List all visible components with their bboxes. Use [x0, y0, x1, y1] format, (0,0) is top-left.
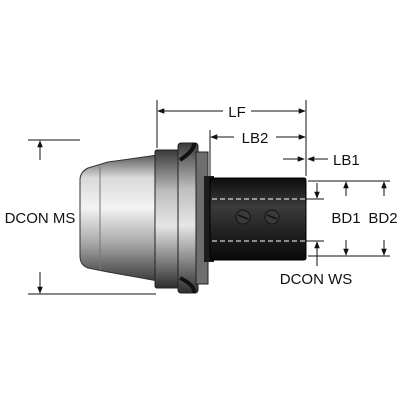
tool-holder	[79, 142, 307, 294]
label-bd2: BD2	[368, 210, 397, 227]
label-bd1: BD1	[331, 210, 360, 227]
label-dcon-ms: DCON MS	[5, 210, 76, 227]
taper-shank	[79, 154, 159, 282]
label-lb1: LB1	[333, 152, 360, 169]
tool-body	[209, 177, 307, 261]
label-lb2: LB2	[242, 130, 269, 147]
flange	[177, 142, 199, 294]
collar	[154, 149, 182, 289]
label-lf: LF	[228, 104, 246, 121]
label-dcon-ws: DCON WS	[280, 271, 353, 288]
